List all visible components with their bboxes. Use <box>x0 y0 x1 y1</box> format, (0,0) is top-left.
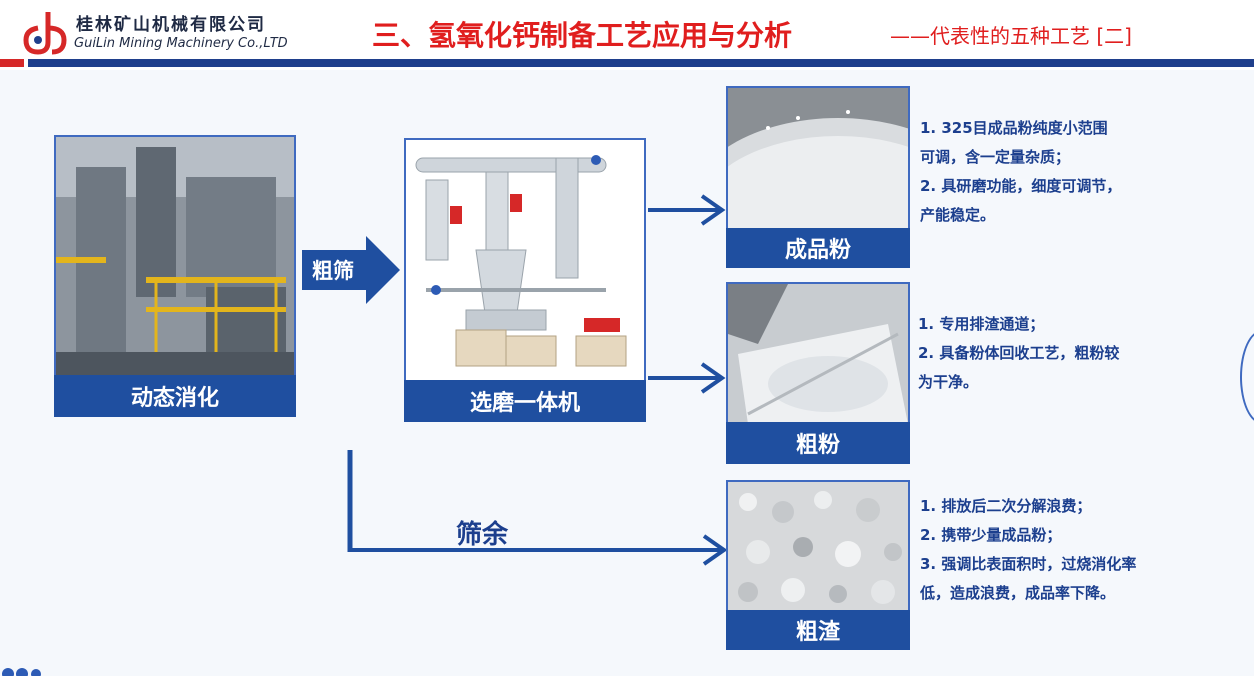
slide-subtitle: ——代表性的五种工艺 [二] <box>890 24 1132 48</box>
header-rule-blue <box>28 59 1254 67</box>
residue-note-line: 1. 排放后二次分解浪费； <box>920 497 1092 515</box>
company-name-cn: 桂林矿山机械有限公司 <box>76 15 266 35</box>
coarse-residue-notes: 1. 排放后二次分解浪费； 2. 携带少量成品粉； 3. 强调比表面积时，过烧消… <box>920 492 1220 608</box>
coarse-powder-label: 粗粉 <box>726 422 910 464</box>
coarse-powder-note-line: 2. 具备粉体回收工艺，粗粉较 <box>918 344 1120 362</box>
slaking-label: 动态消化 <box>54 375 296 417</box>
grinding-machine-image <box>404 138 646 382</box>
sieve-residue-label: 筛余 <box>456 520 509 550</box>
finished-powder-photo <box>726 86 910 230</box>
slide-title: 三、氢氧化钙制备工艺应用与分析 <box>372 19 793 52</box>
residue-note-line: 低，造成浪费，成品率下降。 <box>920 584 1116 602</box>
grinding-machine-label: 选磨一体机 <box>404 380 646 422</box>
coarse-sieve-label: 粗筛 <box>312 259 354 283</box>
coarse-powder-notes: 1. 专用排渣通道； 2. 具备粉体回收工艺，粗粉较 为干净。 <box>918 310 1218 397</box>
coarse-powder-note-line: 1. 专用排渣通道； <box>918 315 1045 333</box>
slaking-plant-photo <box>54 135 296 377</box>
finished-note-line: 可调，含一定量杂质； <box>920 148 1071 166</box>
finished-note-line: 2. 具研磨功能，细度可调节， <box>920 177 1122 195</box>
company-logo-icon <box>23 12 67 55</box>
header-rule-red <box>0 59 24 67</box>
arrow-to-finished-icon <box>648 194 726 226</box>
slide-header: 桂林矿山机械有限公司 GuiLin Mining Machinery Co.,L… <box>0 0 1254 70</box>
residue-note-line: 2. 携带少量成品粉； <box>920 526 1062 544</box>
arrow-to-coarse-powder-icon <box>648 362 726 394</box>
finished-note-line: 产能稳定。 <box>920 206 996 224</box>
sieve-residue-arrow-icon <box>347 450 728 566</box>
finished-powder-label: 成品粉 <box>726 228 910 268</box>
coarse-residue-photo <box>726 480 910 614</box>
coarse-residue-label: 粗渣 <box>726 610 910 650</box>
residue-note-line: 3. 强调比表面积时，过烧消化率 <box>920 555 1137 573</box>
coarse-powder-photo <box>726 282 910 426</box>
footer-corner-icon <box>2 668 41 676</box>
company-name-en: GuiLin Mining Machinery Co.,LTD <box>74 36 288 51</box>
edge-decoration <box>1240 330 1254 424</box>
finished-powder-notes: 1. 325目成品粉纯度小范围 可调，含一定量杂质； 2. 具研磨功能，细度可调… <box>920 114 1220 230</box>
coarse-sieve-arrow-icon <box>302 236 400 304</box>
coarse-powder-note-line: 为干净。 <box>918 373 979 391</box>
finished-note-line: 1. 325目成品粉纯度小范围 <box>920 119 1108 137</box>
